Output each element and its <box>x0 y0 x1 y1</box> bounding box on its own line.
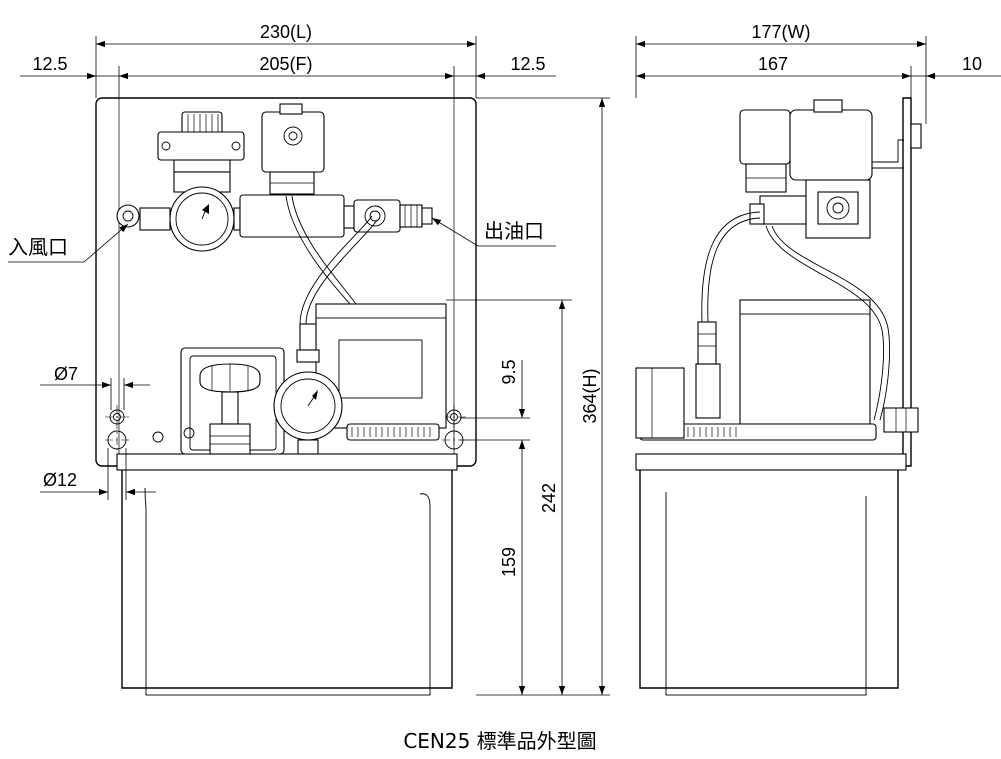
front-view <box>95 97 477 696</box>
dim-offset-9-5: 9.5 <box>499 359 519 384</box>
dim-side-ear: 10 <box>962 54 982 74</box>
front-tube-2 <box>285 195 351 305</box>
dim-height: 364(H) <box>580 368 600 423</box>
side-back-plate <box>902 97 912 467</box>
dimension-lines <box>8 36 1001 696</box>
side-oil-tank <box>639 470 899 689</box>
side-tube-2 <box>765 225 884 421</box>
side-view <box>635 97 922 696</box>
label-oil-outlet: 出油口 <box>484 219 544 243</box>
air-inlet-fitting <box>116 204 140 228</box>
dim-level-159: 159 <box>499 547 519 577</box>
label-air-inlet: 入風口 <box>8 235 68 259</box>
dim-width: 177(W) <box>751 22 810 42</box>
dim-margin-right: 12.5 <box>510 54 545 74</box>
dim-length: 230(L) <box>260 22 312 42</box>
side-base-flange <box>635 453 907 471</box>
figure-caption: CEN25 標準品外型圖 <box>403 729 596 753</box>
front-tube-1 <box>299 215 373 325</box>
front-base-flange <box>116 453 458 471</box>
dim-level-242: 242 <box>539 483 559 513</box>
front-oil-tank <box>121 470 453 689</box>
oil-outlet-fitting <box>353 199 401 233</box>
dim-flange: 205(F) <box>259 54 312 74</box>
dim-side-inner: 167 <box>758 54 788 74</box>
dim-margin-left: 12.5 <box>32 54 67 74</box>
side-motor-housing <box>739 299 871 425</box>
mounting-hole-left <box>105 405 130 452</box>
dim-hole-small: Ø7 <box>54 364 78 384</box>
side-tube-1 <box>701 211 761 323</box>
dimension-texts: 230(L) 205(F) 12.5 12.5 177(W) 167 10 36… <box>8 22 982 753</box>
dim-hole-large: Ø12 <box>43 470 77 490</box>
